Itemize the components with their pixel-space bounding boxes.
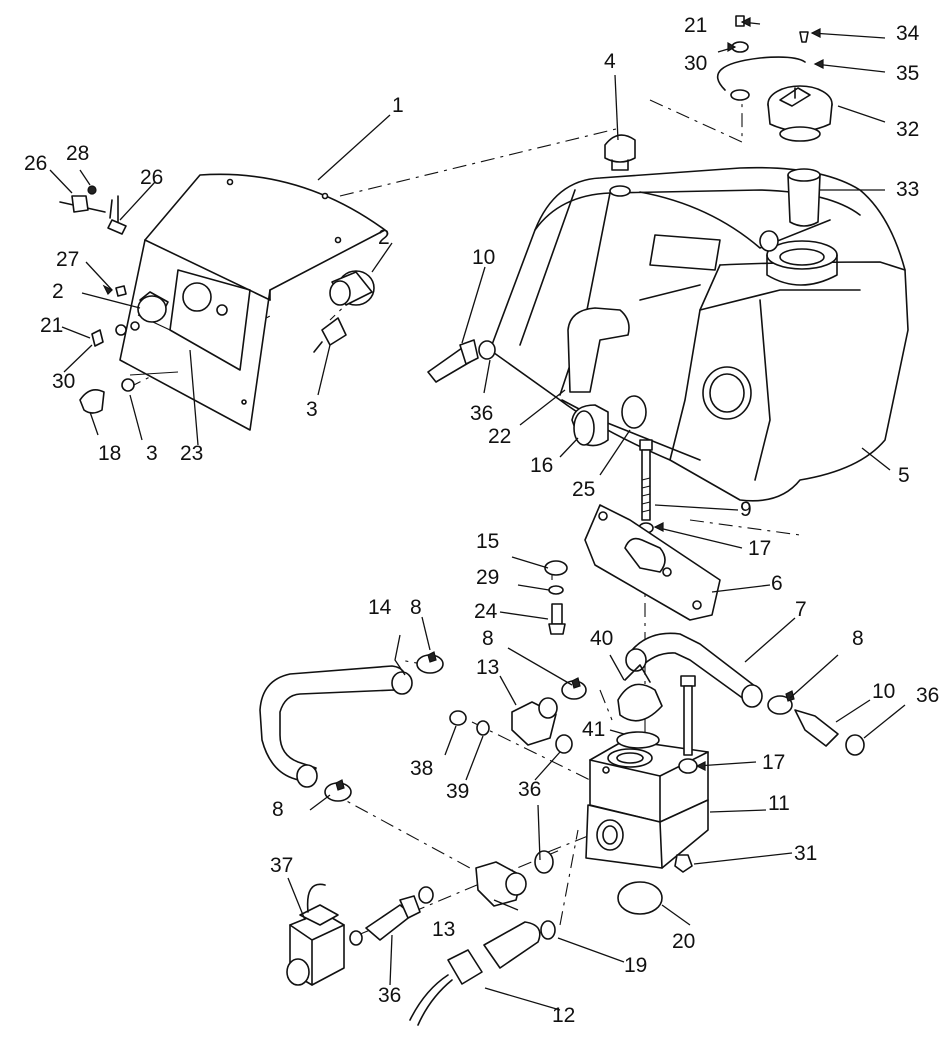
callout-21: 21 (684, 14, 707, 37)
callout-3: 3 (306, 398, 318, 421)
callout-10: 10 (472, 246, 495, 269)
callout-37: 36 (378, 984, 401, 1007)
callout-5: 5 (898, 464, 910, 487)
callout-8: 8 (272, 798, 284, 821)
callout-8: 8 (482, 627, 494, 650)
callout-8: 8 (410, 596, 422, 619)
callout-numbers: 1 2 2 3 3 4 5 6 7 8 8 8 8 9 10 10 11 12 … (24, 14, 939, 1027)
knob-2b (329, 270, 375, 306)
callout-35: 35 (896, 62, 919, 85)
callout-23: 23 (180, 442, 203, 465)
callout-1: 1 (392, 94, 404, 117)
callout-25: 25 (572, 478, 595, 501)
callout-29: 29 (476, 566, 499, 589)
fuel-tank (489, 166, 909, 502)
callout-26: 26 (140, 166, 163, 189)
callout-10: 10 (872, 680, 895, 703)
bracket-6 (584, 504, 721, 621)
sensor-12 (409, 920, 556, 1026)
callout-13: 13 (476, 656, 499, 679)
callout-13: 13 (432, 918, 455, 941)
callout-21: 21 (40, 314, 63, 337)
callout-4: 4 (604, 50, 616, 73)
callout-7: 7 (795, 598, 807, 621)
callout-12: 12 (552, 1004, 575, 1027)
callout-30: 30 (684, 52, 707, 75)
mounting-panel (119, 173, 386, 431)
callout-11: 11 (768, 792, 790, 815)
plug-16-and-oring-25 (571, 395, 647, 447)
callout-40: 39 (446, 780, 469, 803)
callout-3: 3 (146, 442, 158, 465)
callout-2: 2 (378, 226, 390, 249)
callout-33: 33 (896, 178, 919, 201)
callout-31: 31 (794, 842, 817, 865)
hose-clamps-8 (324, 651, 795, 802)
callout-39: 38 (410, 757, 433, 780)
callout-28: 28 (66, 142, 89, 165)
callout-41: 40 (590, 627, 613, 650)
knob-2a (130, 291, 169, 331)
washer-stack-15-29-24 (544, 560, 568, 635)
callout-27: 27 (56, 248, 79, 271)
bolt-17-lower (678, 675, 698, 774)
vent-valve-4 (604, 134, 636, 171)
left-tank-fittings (427, 307, 630, 393)
fill-cap-assembly (716, 15, 833, 227)
arrowheads (102, 17, 824, 771)
callout-38: 37 (270, 854, 293, 877)
callout-15: 15 (476, 530, 499, 553)
solenoid-38 (286, 883, 363, 986)
callout-32: 32 (896, 118, 919, 141)
callout-30: 30 (52, 370, 75, 393)
callout-26: 26 (24, 152, 47, 175)
callout-36: 36 (470, 402, 493, 425)
callout-42: 41 (582, 718, 605, 741)
toggle-switch-3 (313, 317, 347, 353)
callout-14: 14 (368, 596, 392, 619)
callout-2: 2 (52, 280, 64, 303)
hose-14 (259, 665, 413, 788)
callout-8: 8 (852, 627, 864, 650)
callout-34: 34 (896, 22, 920, 45)
callout-20: 20 (672, 930, 695, 953)
callout-17: 17 (748, 537, 771, 560)
callout-19: 19 (624, 954, 647, 977)
callout-22: 22 (488, 425, 511, 448)
nipple-37 (365, 886, 434, 941)
small-hardware-left (79, 285, 135, 414)
callout-9: 9 (740, 498, 752, 521)
right-fitting-10-36 (794, 709, 865, 756)
callout-17: 17 (762, 751, 785, 774)
valve-block-11 (585, 731, 709, 915)
callout-18: 18 (98, 442, 121, 465)
callout-36: 36 (518, 778, 541, 801)
elbow-fittings-13 (449, 697, 573, 907)
callout-24: 24 (474, 600, 498, 623)
fill-cap-41 (617, 664, 663, 722)
wire-connector-26 (59, 185, 127, 235)
leader-lines (49, 21, 906, 1011)
callout-16: 16 (530, 454, 553, 477)
hose-7 (625, 632, 763, 708)
callout-36: 36 (916, 684, 939, 707)
callout-6: 6 (771, 572, 783, 595)
